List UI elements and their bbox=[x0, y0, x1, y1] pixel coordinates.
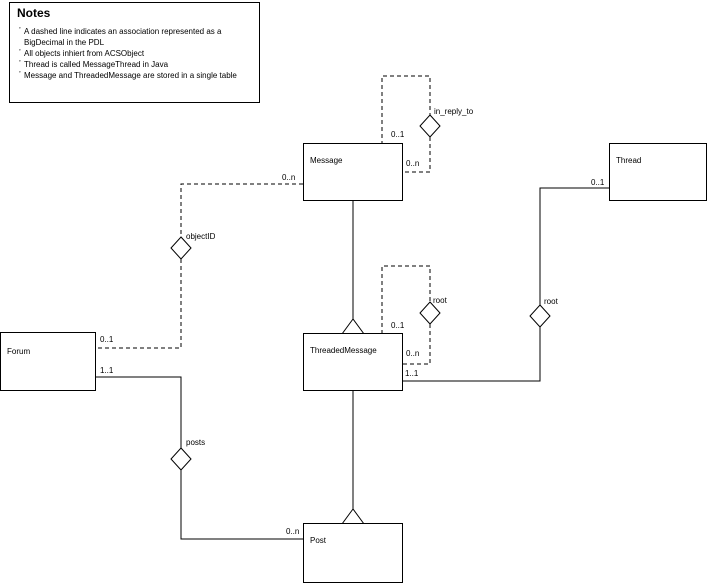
in-reply-to-lower-multiplicity: 0..n bbox=[406, 159, 420, 168]
note-item: All objects inhiert from ACSObject bbox=[19, 47, 257, 59]
thread-root-connector bbox=[539, 187, 609, 305]
in-reply-to-connector-return bbox=[402, 137, 431, 173]
tm-root-label: root bbox=[433, 296, 447, 305]
thread-root-label: root bbox=[544, 297, 558, 306]
thread-root-tm-multiplicity: 1..1 bbox=[405, 369, 419, 378]
tm-root-lower-multiplicity: 0..n bbox=[406, 349, 420, 358]
in-reply-to-upper-multiplicity: 0..1 bbox=[391, 130, 405, 139]
tm-root-connector-return bbox=[402, 324, 431, 365]
class-message[interactable]: Message bbox=[303, 143, 403, 201]
notes-title: Notes bbox=[17, 6, 51, 20]
class-message-name: Message bbox=[310, 156, 343, 165]
generalization-arrow-post bbox=[341, 508, 365, 525]
object-id-connector bbox=[180, 183, 303, 237]
note-item: Message and ThreadedMessage are stored i… bbox=[19, 69, 257, 81]
class-threaded-message-name: ThreadedMessage bbox=[310, 346, 377, 355]
class-thread-name: Thread bbox=[616, 156, 642, 165]
thread-root-connector-return bbox=[402, 327, 541, 382]
object-id-forum-multiplicity: 0..1 bbox=[100, 335, 114, 344]
generalization-arrow-threadedmessage bbox=[341, 318, 365, 335]
note-item: A dashed line indicates an association r… bbox=[19, 25, 257, 48]
thread-root-diamond bbox=[529, 304, 551, 328]
posts-connector bbox=[95, 376, 182, 448]
notes-box: Notes A dashed line indicates an associa… bbox=[9, 2, 260, 103]
tm-root-diamond bbox=[419, 301, 441, 325]
posts-label: posts bbox=[186, 438, 206, 447]
posts-forum-multiplicity: 1..1 bbox=[100, 366, 114, 375]
class-threaded-message[interactable]: ThreadedMessage bbox=[303, 333, 403, 391]
tm-root-connector bbox=[381, 265, 431, 334]
class-forum-name: Forum bbox=[7, 347, 31, 356]
class-thread[interactable]: Thread bbox=[609, 143, 707, 201]
posts-post-multiplicity: 0..n bbox=[286, 527, 300, 536]
class-post[interactable]: Post bbox=[303, 523, 403, 583]
in-reply-to-diamond bbox=[419, 114, 441, 138]
object-id-message-multiplicity: 0..n bbox=[282, 173, 296, 182]
object-id-connector-return bbox=[95, 259, 182, 349]
in-reply-to-label: in_reply_to bbox=[434, 107, 474, 116]
object-id-label: objectID bbox=[186, 232, 216, 241]
class-post-name: Post bbox=[310, 536, 327, 545]
object-id-diamond bbox=[170, 236, 192, 260]
tm-root-upper-multiplicity: 0..1 bbox=[391, 321, 405, 330]
note-item: Thread is called MessageThread in Java bbox=[19, 58, 257, 70]
posts-connector-return bbox=[180, 470, 303, 540]
notes-list: A dashed line indicates an association r… bbox=[19, 25, 257, 81]
class-forum[interactable]: Forum bbox=[0, 332, 96, 391]
in-reply-to-connector bbox=[381, 75, 431, 145]
posts-diamond bbox=[170, 447, 192, 471]
thread-root-thread-multiplicity: 0..1 bbox=[591, 178, 605, 187]
